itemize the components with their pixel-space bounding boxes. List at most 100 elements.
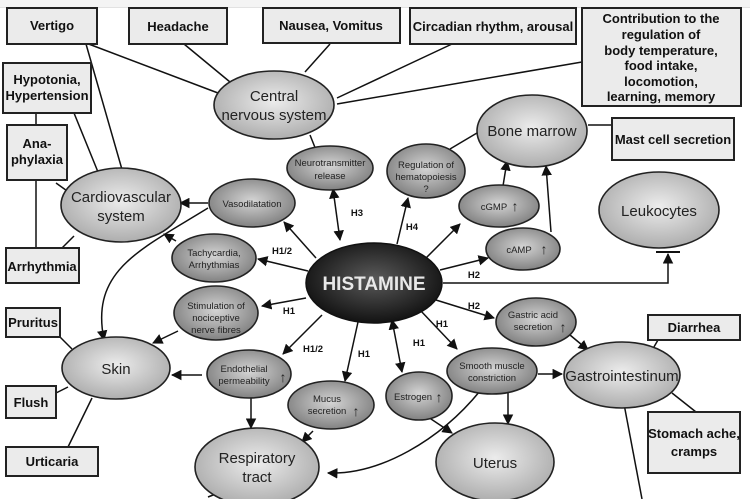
connector-arrhythmia-cardio [61,235,75,249]
box-label: food intake, [625,58,698,73]
arrow-histamine-smooth [419,309,458,350]
connector-contribution-cns [336,61,583,105]
arrow-histamine-leukocytes [443,252,674,284]
organ-label: Central [250,88,298,105]
box-label: Headache [147,19,208,34]
arrow-histamine-hemato [396,196,411,245]
receptor-h1-mucus: H1 [358,349,371,360]
up-arrow-icon: ↑ [436,389,443,405]
symptom-boxes: Vertigo Headache Nausea, Vomitus Circadi… [2,7,742,477]
arrow-smooth-respiratory [326,390,481,479]
box-label: Flush [14,395,49,410]
connector-gi-bottom [623,403,643,499]
receptor-labels: H3 H4 H1/2 H1 H2 H2 H1 H1 H1 H1/2 [272,208,480,360]
arrow-mucus-respiratory [301,430,314,443]
arrow-histamine-mucus [341,321,359,383]
organ-cns: Central nervous system [213,70,335,140]
process-label: secretion [308,406,347,417]
process-label: Mucus [313,394,341,405]
receptor-h2-camp: H2 [468,270,480,281]
arrow-histamine-vaso [283,221,317,259]
organ-label: nervous system [221,107,326,124]
process-label: Tachycardia, [187,248,240,259]
organ-label: system [97,208,145,225]
arrow-vaso-skin [97,207,209,342]
organ-skin: Skin [61,336,171,400]
process-label: cGMP [481,202,507,213]
box-label: Arrhythmia [7,259,77,274]
process-label: nociceptive [192,313,240,324]
process-tachy: Tachycardia, Arrhythmias [171,233,257,283]
box-label: Contribution to the [603,11,720,26]
process-stim: Stimulation of nociceptive nerve fibres [173,285,259,341]
process-label: Gastric acid [508,310,558,321]
organ-gi: Gastrointestinum [563,341,681,409]
organ-label: Skin [101,361,130,378]
box-label: Urticaria [26,454,80,469]
process-label: secretion [514,322,553,333]
box-label: Nausea, Vomitus [279,18,383,33]
connector-hypotonia-cardio [73,112,99,173]
process-label: hematopoiesis [395,172,457,183]
organ-label: Bone marrow [487,123,576,140]
up-arrow-icon: ↑ [353,403,360,419]
organ-uterus: Uterus [435,422,555,499]
organ-respiratory: Respiratory tract [194,427,320,499]
organ-label: Uterus [473,455,517,472]
process-smooth: Smooth muscle constriction [446,347,538,395]
receptor-h1-estrogen: H1 [413,338,426,349]
process-label: Estrogen [394,392,432,403]
box-label: Hypotonia, [13,72,80,87]
box-label: locomotion, [624,74,698,89]
arrow-histamine-gastric [435,299,496,321]
box-headache: Headache [128,7,228,45]
process-nodes: Neurotransmitter release Regulation of h… [171,143,577,430]
process-label: nerve fibres [191,325,241,336]
receptor-h3: H3 [351,208,363,219]
arrow-histamine-cgmp [425,223,461,259]
connectors [35,42,697,499]
process-label: cAMP [506,245,531,256]
receptor-h1-smooth: H1 [436,319,449,330]
process-label: Neurotransmitter [295,158,366,169]
process-label: permeability [218,376,269,387]
connector-vertigo-cardio [85,43,124,174]
process-cgmp: cGMP ↑ [458,184,540,228]
histamine-node: HISTAMINE [305,242,443,324]
connector-urticaria-skin [67,397,93,448]
organ-leukocytes: Leukocytes [598,171,720,249]
box-arrhythmia: Arrhythmia [5,247,80,284]
box-label: Ana- [23,136,52,151]
organ-nodes: Central nervous system Cardiovascular sy… [60,70,720,499]
arrow-gastric-gi [569,334,589,351]
organ-label: Respiratory [219,450,296,467]
connector-flush-skin [55,386,69,394]
connector-vertigo-cns [85,42,219,94]
box-label: Pruritus [8,315,58,330]
process-hemato: Regulation of hematopoiesis ? [386,143,466,199]
up-arrow-icon: ↑ [560,319,567,335]
arrow-histamine-neuro [329,187,344,242]
process-estrogen: Estrogen ↑ [385,371,453,421]
arrow-camp-bonemarrow [541,164,552,233]
process-camp: cAMP ↑ [485,227,561,271]
process-label: ? [423,184,428,195]
box-label: phylaxia [11,152,64,167]
process-label: release [314,171,345,182]
arrow-histamine-camp [439,255,490,271]
box-vertigo: Vertigo [6,7,98,45]
box-circadian: Circadian rhythm, arousal [409,7,577,45]
arrow-tachy-cardio [163,233,177,244]
process-vaso: Vasodilatation [208,178,296,228]
up-arrow-icon: ↑ [541,241,548,257]
arrow-estrogen-uterus [427,416,453,434]
arrow-cgmp-bonemarrow [500,159,511,187]
process-label: Smooth muscle [459,361,524,372]
box-label: cramps [671,444,717,459]
process-label: Vasodilatation [223,199,282,210]
box-stomach: Stomach ache, cramps [647,411,741,474]
process-mucus: Mucus secretion ↑ [287,380,375,430]
process-gastric: Gastric acid secretion ↑ [495,297,577,347]
process-neuro: Neurotransmitter release [286,145,374,191]
